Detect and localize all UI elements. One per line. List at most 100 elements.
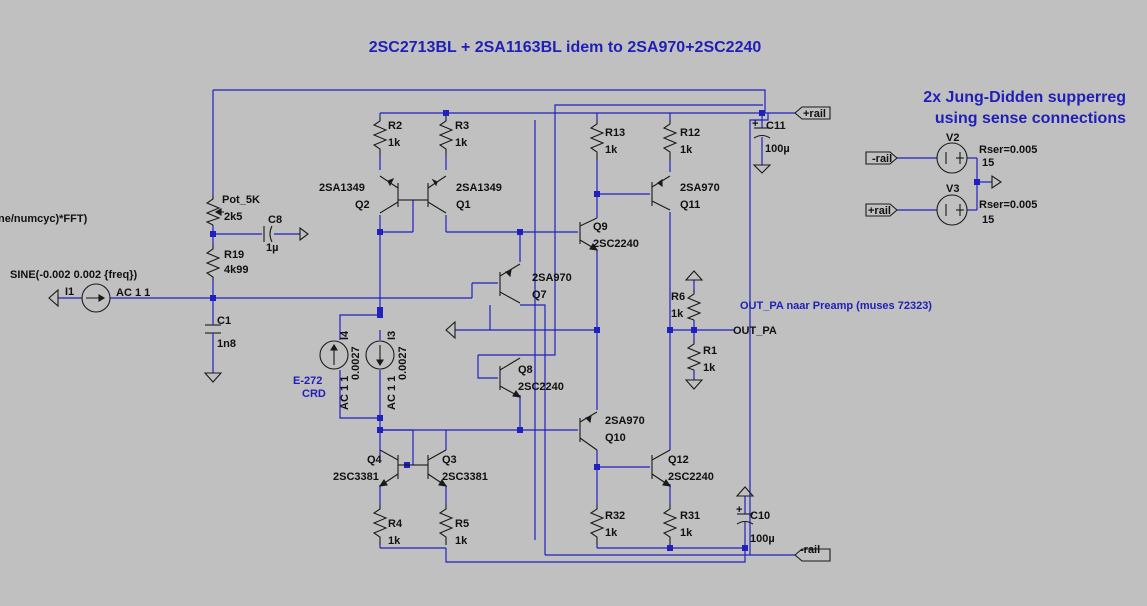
net-plus-rail: +rail [803,108,826,120]
ground-icon [991,174,1002,190]
resistor-r2 [372,117,388,155]
i1-value: AC 1 1 [116,287,150,299]
ground-icon [752,164,772,174]
q8-name: Q8 [518,364,533,376]
r13-name: R13 [605,127,625,139]
q12-name: Q12 [668,454,689,466]
supply-arrow-icon [684,379,704,390]
ground-icon [48,288,59,308]
transistor-q11 [651,175,671,211]
ground-icon [445,320,456,340]
pot-value: 2k5 [224,211,242,223]
q1-model: 2SA1349 [456,182,502,194]
ground-icon [203,372,223,383]
q2-name: Q2 [355,199,370,211]
c1-value: 1n8 [217,338,236,350]
net-plus-rail-reg: +rail [868,205,891,217]
i3-ac: AC 1 1 [386,376,398,410]
i4-value: 0.0027 [350,346,362,380]
transistor-q1 [413,175,447,214]
r6-name: R6 [671,291,685,303]
v2-rser: Rser=0.005 [979,144,1037,156]
resistor-r13 [589,120,605,160]
resistor-r3 [438,117,454,155]
r19-value: 4k99 [224,264,248,276]
resistor-r31 [662,505,678,545]
transistor-q9 [579,217,599,251]
resistor-r19 [205,245,221,280]
transistors [378,175,672,487]
i1-name: I1 [65,286,74,298]
q8-model: 2SC2240 [518,381,564,393]
r4-value: 1k [388,535,401,547]
voltage-source-v2 [936,142,968,174]
resistor-r1 [686,340,702,371]
crd-note-line2: CRD [302,388,326,400]
r5-name: R5 [455,518,469,530]
regulator-note-line2: using sense connections [935,110,1126,127]
output-note: OUT_PA naar Preamp (muses 72323) [740,300,932,312]
r31-value: 1k [680,527,693,539]
q3-name: Q3 [442,454,457,466]
transistor-q4 [378,449,413,487]
q12-model: 2SC2240 [668,471,714,483]
net-minus-rail-reg: -rail [872,153,892,165]
capacitors: + + [205,118,771,530]
transistor-q3 [413,449,448,487]
net-minus-rail: -rail [800,544,820,556]
transistor-q2 [379,175,413,214]
r4-name: R4 [388,518,403,530]
i4-ac: AC 1 1 [339,376,351,410]
regulator-note-line1: 2x Jung-Didden supperreg [923,89,1126,106]
q11-name: Q11 [680,199,700,211]
c8-value: 1µ [266,242,278,254]
resistor-r4 [372,505,388,545]
r12-name: R12 [680,127,700,139]
voltage-source-v3 [936,194,968,226]
r3-name: R3 [455,120,469,132]
v2-value: 15 [982,157,994,169]
resistor-r5 [438,505,454,545]
q3-model: 2SC3381 [442,471,488,483]
c10-value: 100µ [750,533,775,545]
q2-model: 2SA1349 [319,182,365,194]
supply-arrow-icon [684,270,704,281]
current-source-i1 [81,283,111,313]
c11-value: 100µ [765,143,790,155]
i3-name: I3 [386,331,398,340]
q10-name: Q10 [605,432,626,444]
q7-model: 2SA970 [532,272,572,284]
c11-name: C11 [766,120,786,132]
r13-value: 1k [605,144,618,156]
i4-name: I4 [339,330,351,340]
resistor-r32 [589,505,605,545]
resistor-r12 [662,120,678,160]
v3-name: V3 [946,183,959,195]
transistor-q12 [651,449,672,487]
r1-value: 1k [703,362,716,374]
q4-name: Q4 [367,454,383,466]
q9-model: 2SC2240 [593,238,639,250]
r32-name: R32 [605,510,625,522]
r3-value: 1k [455,137,468,149]
r19-name: R19 [224,249,244,261]
q4-model: 2SC3381 [333,471,379,483]
v3-rser: Rser=0.005 [979,199,1037,211]
r1-name: R1 [703,345,717,357]
q11-model: 2SA970 [680,182,720,194]
supply-arrow-icon [735,486,755,497]
svg-text:+: + [736,504,742,516]
r32-value: 1k [605,527,618,539]
junctions [210,110,980,551]
potentiometer [205,195,221,226]
fft-directive: ne/numcyc)*FFT) [0,213,88,225]
component-labels: R2 1k R3 1k R13 1k R12 1k R4 1k R5 1k R3… [65,120,1037,547]
sine-source-spec: SINE(-0.002 0.002 {freq}) [10,269,138,281]
q10-model: 2SA970 [605,415,645,427]
c8-name: C8 [268,214,282,226]
net-labels: +rail -rail -rail +rail OUT_PA [733,106,898,562]
current-source-i3 [365,340,395,370]
svg-text:+: + [752,118,758,130]
crd-note-line1: E-272 [293,375,322,387]
transistor-q10 [579,411,598,451]
